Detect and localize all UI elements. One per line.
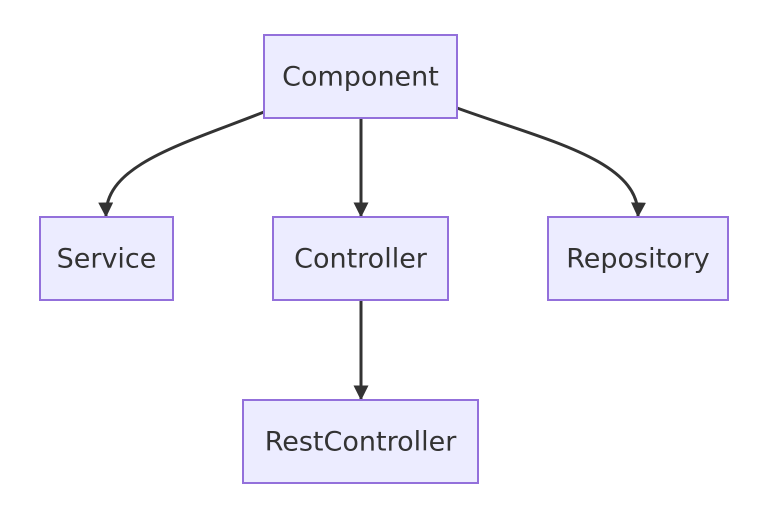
- node-controller: Controller: [272, 216, 449, 301]
- edge-component-to-service: [98, 110, 265, 218]
- node-rest-controller: RestController: [242, 399, 479, 484]
- node-repository-label: Repository: [566, 244, 710, 275]
- node-rest-controller-label: RestController: [265, 427, 458, 458]
- node-component-label: Component: [282, 62, 439, 93]
- node-controller-label: Controller: [294, 244, 428, 275]
- node-service-label: Service: [57, 244, 157, 275]
- edge-component-to-repository: [456, 106, 646, 218]
- node-service: Service: [39, 216, 174, 301]
- node-component: Component: [263, 34, 458, 119]
- node-repository: Repository: [547, 216, 729, 301]
